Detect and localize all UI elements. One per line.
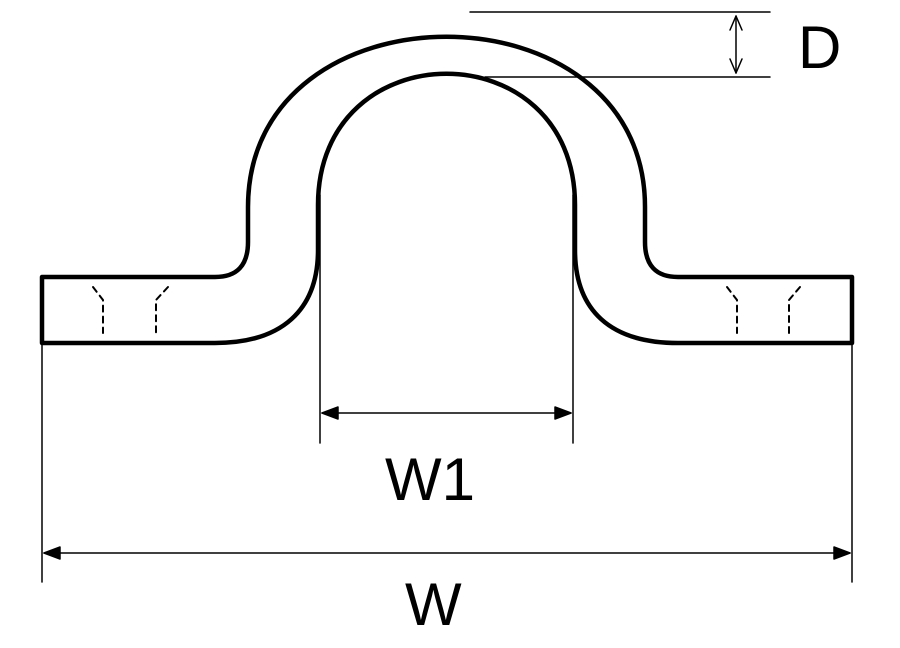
d-arrow-down — [729, 58, 743, 74]
dimension-label-d: D — [798, 14, 842, 81]
left-hole-hidden-lines — [92, 286, 169, 334]
w-arrow-left — [43, 546, 61, 560]
d-arrow-up — [729, 15, 743, 31]
w1-arrow-left — [321, 406, 339, 420]
w1-arrow-right — [554, 406, 572, 420]
dimension-label-w: W — [405, 571, 462, 638]
pad-eye-outline — [39, 34, 855, 346]
w-arrow-right — [833, 546, 851, 560]
dimension-label-w1: W1 — [385, 446, 475, 513]
dimension-w — [41, 344, 853, 583]
dimension-w1 — [319, 194, 574, 444]
right-hole-hidden-lines — [726, 286, 801, 334]
dimension-d — [469, 11, 771, 78]
